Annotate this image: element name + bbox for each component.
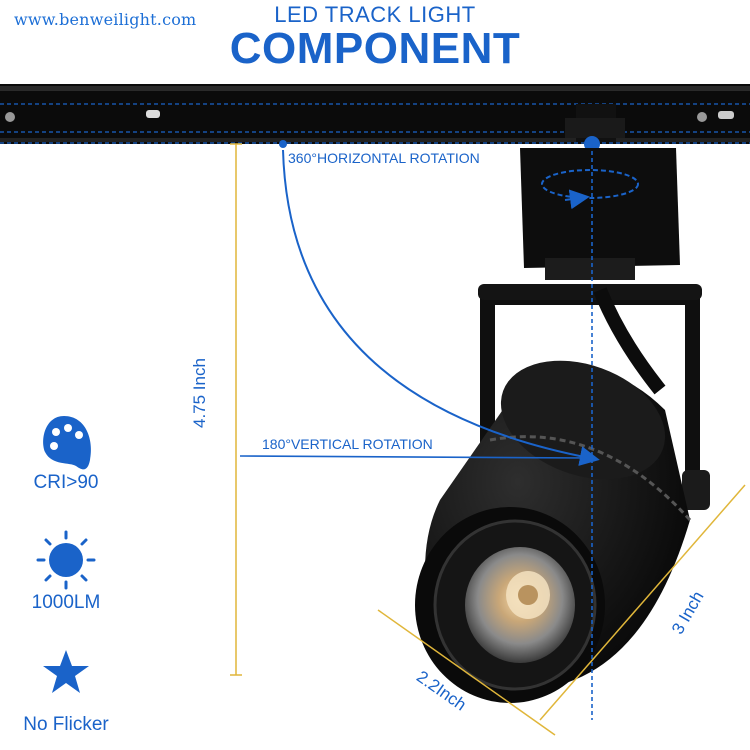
vertical-rotation-label: 180°VERTICAL ROTATION	[262, 436, 433, 452]
title-subheading: LED TRACK LIGHT	[274, 2, 476, 27]
feature-lumens: 1000LM	[31, 592, 101, 613]
lamp-head	[415, 360, 692, 703]
website-url[interactable]: www.benweilight.com	[14, 10, 197, 29]
sun-icon	[36, 530, 96, 590]
feature-cri: CRI>90	[33, 472, 99, 493]
u-bracket	[478, 284, 710, 510]
power-cable	[593, 287, 666, 395]
feature-no-flicker: No Flicker	[23, 714, 109, 735]
palette-icon	[43, 416, 91, 470]
horizontal-rotation-label: 360°HORIZONTAL ROTATION	[288, 150, 480, 166]
rotation-guides	[239, 140, 600, 720]
star-icon	[43, 650, 89, 693]
height-dimension-label: 4.75 Inch	[190, 358, 209, 428]
track-adapter	[520, 104, 680, 280]
track-rail	[0, 84, 750, 144]
dimension-lines	[230, 143, 746, 736]
title-heading: COMPONENT	[229, 24, 521, 73]
